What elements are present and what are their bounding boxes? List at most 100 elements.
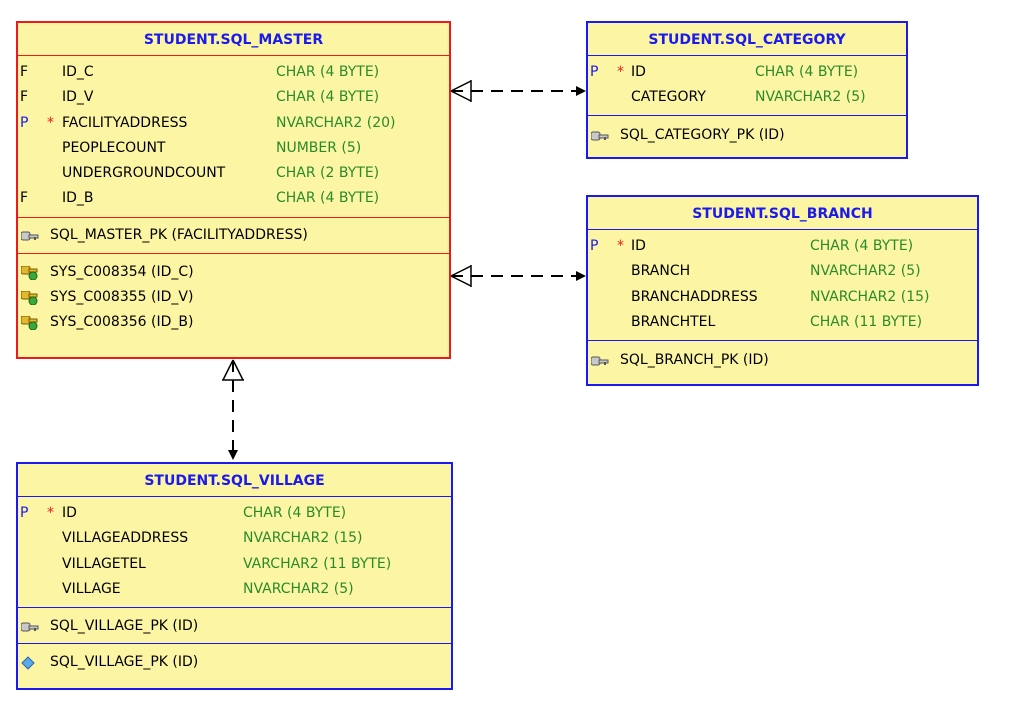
column-name: ID_B <box>62 190 94 207</box>
column-name: ID_C <box>62 64 94 80</box>
primary-key-row[interactable]: SQL_CATEGORY_PK (ID) <box>588 123 906 148</box>
entity-sql-branch[interactable]: STUDENT.SQL_BRANCH P * ID CHAR (4 BYTE) … <box>586 195 979 386</box>
column-row[interactable]: PEOPLECOUNT NUMBER (5) <box>18 136 449 161</box>
columns-section: P * ID CHAR (4 BYTE) BRANCH NVARCHAR2 (5… <box>588 230 977 341</box>
column-row[interactable]: P * FACILITYADDRESS NVARCHAR2 (20) <box>18 111 449 136</box>
column-row[interactable]: BRANCH NVARCHAR2 (5) <box>588 259 977 284</box>
column-row[interactable]: F ID_C CHAR (4 BYTE) <box>18 60 449 85</box>
column-row[interactable]: P * ID CHAR (4 BYTE) <box>18 501 451 526</box>
column-type: NVARCHAR2 (5) <box>755 89 866 106</box>
column-type: CHAR (4 BYTE) <box>276 89 380 106</box>
primary-key-section: SQL_MASTER_PK (FACILITYADDRESS) <box>18 218 449 254</box>
key-flag: F <box>20 64 29 80</box>
column-type: NVARCHAR2 (15) <box>243 530 363 547</box>
relationship-master-branch[interactable] <box>450 265 586 287</box>
constraint-name: SQL_MASTER_PK (FACILITYADDRESS) <box>50 227 308 243</box>
column-row[interactable]: P * ID CHAR (4 BYTE) <box>588 234 977 259</box>
foreign-key-row[interactable]: SYS_C008354 (ID_C) <box>18 260 449 285</box>
required-marker: * <box>47 114 54 131</box>
required-marker: * <box>617 238 624 254</box>
primary-key-section: SQL_VILLAGE_PK (ID) <box>18 608 451 644</box>
column-row[interactable]: VILLAGETEL VARCHAR2 (11 BYTE) <box>18 552 451 577</box>
key-flag: F <box>20 190 29 207</box>
index-name: SQL_VILLAGE_PK (ID) <box>50 654 199 670</box>
constraint-name: SYS_C008356 (ID_B) <box>50 314 194 330</box>
column-type: CHAR (4 BYTE) <box>276 64 380 80</box>
required-marker: * <box>47 505 54 521</box>
column-name: BRANCHADDRESS <box>631 288 758 305</box>
key-flag: P <box>20 505 29 521</box>
column-name: VILLAGEADDRESS <box>62 530 189 547</box>
column-name: ID <box>62 505 77 521</box>
column-name: FACILITYADDRESS <box>62 114 188 131</box>
column-name: ID <box>631 64 646 80</box>
required-marker: * <box>617 64 624 80</box>
column-name: BRANCH <box>631 263 691 280</box>
index-row[interactable]: SQL_VILLAGE_PK (ID) <box>18 650 451 675</box>
column-row[interactable]: F ID_V CHAR (4 BYTE) <box>18 85 449 110</box>
column-row[interactable]: CATEGORY NVARCHAR2 (5) <box>588 85 906 110</box>
column-type: NVARCHAR2 (5) <box>810 263 921 280</box>
constraint-name: SQL_CATEGORY_PK (ID) <box>620 127 785 143</box>
foreign-key-row[interactable]: SYS_C008356 (ID_B) <box>18 310 449 335</box>
column-row[interactable]: BRANCHADDRESS NVARCHAR2 (15) <box>588 285 977 310</box>
column-name: PEOPLECOUNT <box>62 139 166 156</box>
relationship-master-category[interactable] <box>450 80 586 102</box>
column-name: VILLAGE <box>62 580 121 597</box>
column-name: CATEGORY <box>631 89 706 106</box>
foreign-key-icon <box>21 291 38 305</box>
primary-key-row[interactable]: SQL_BRANCH_PK (ID) <box>588 348 977 373</box>
constraint-name: SQL_BRANCH_PK (ID) <box>620 352 769 368</box>
columns-section: F ID_C CHAR (4 BYTE) F ID_V CHAR (4 BYTE… <box>18 56 449 218</box>
column-row[interactable]: VILLAGEADDRESS NVARCHAR2 (15) <box>18 526 451 551</box>
constraint-name: SYS_C008354 (ID_C) <box>50 264 194 280</box>
constraint-name: SYS_C008355 (ID_V) <box>50 289 194 305</box>
entity-title: STUDENT.SQL_VILLAGE <box>18 464 451 497</box>
key-flag: P <box>590 64 599 80</box>
column-row[interactable]: BRANCHTEL CHAR (11 BYTE) <box>588 310 977 335</box>
column-row[interactable]: F ID_B CHAR (4 BYTE) <box>18 186 449 211</box>
column-name: VILLAGETEL <box>62 555 146 572</box>
key-icon <box>21 622 39 632</box>
foreign-key-row[interactable]: SYS_C008355 (ID_V) <box>18 285 449 310</box>
column-name: ID <box>631 238 646 254</box>
index-section: SQL_VILLAGE_PK (ID) <box>18 644 451 675</box>
column-type: NVARCHAR2 (5) <box>243 580 354 597</box>
key-flag: F <box>20 89 29 106</box>
column-type: CHAR (4 BYTE) <box>810 238 914 254</box>
index-diamond-icon <box>21 656 35 670</box>
column-type: CHAR (2 BYTE) <box>276 165 380 182</box>
column-row[interactable]: VILLAGE NVARCHAR2 (5) <box>18 577 451 602</box>
key-icon <box>21 231 39 241</box>
primary-key-row[interactable]: SQL_MASTER_PK (FACILITYADDRESS) <box>18 223 449 248</box>
column-type: NVARCHAR2 (20) <box>276 114 396 131</box>
primary-key-section: SQL_CATEGORY_PK (ID) <box>588 116 906 148</box>
primary-key-row[interactable]: SQL_VILLAGE_PK (ID) <box>18 614 451 639</box>
foreign-key-icon <box>21 266 38 280</box>
column-name: BRANCHTEL <box>631 313 716 330</box>
column-name: UNDERGROUNDCOUNT <box>62 165 226 182</box>
columns-section: P * ID CHAR (4 BYTE) CATEGORY NVARCHAR2 … <box>588 56 906 116</box>
column-row[interactable]: UNDERGROUNDCOUNT CHAR (2 BYTE) <box>18 161 449 186</box>
entity-title: STUDENT.SQL_CATEGORY <box>588 23 906 56</box>
column-type: CHAR (4 BYTE) <box>755 64 859 80</box>
column-row[interactable]: P * ID CHAR (4 BYTE) <box>588 60 906 85</box>
entity-sql-master[interactable]: STUDENT.SQL_MASTER F ID_C CHAR (4 BYTE) … <box>16 21 451 359</box>
column-type: NVARCHAR2 (15) <box>810 288 930 305</box>
entity-title: STUDENT.SQL_MASTER <box>18 23 449 56</box>
column-name: ID_V <box>62 89 94 106</box>
foreign-key-icon <box>21 316 38 330</box>
entity-sql-village[interactable]: STUDENT.SQL_VILLAGE P * ID CHAR (4 BYTE)… <box>16 462 453 690</box>
column-type: CHAR (11 BYTE) <box>810 313 923 330</box>
columns-section: P * ID CHAR (4 BYTE) VILLAGEADDRESS NVAR… <box>18 497 451 608</box>
key-flag: P <box>590 238 599 254</box>
constraint-name: SQL_VILLAGE_PK (ID) <box>50 618 199 634</box>
column-type: CHAR (4 BYTE) <box>276 190 380 207</box>
column-type: CHAR (4 BYTE) <box>243 505 347 521</box>
key-icon <box>591 356 609 366</box>
relationship-master-village[interactable] <box>222 359 244 460</box>
primary-key-section: SQL_BRANCH_PK (ID) <box>588 341 977 373</box>
entity-sql-category[interactable]: STUDENT.SQL_CATEGORY P * ID CHAR (4 BYTE… <box>586 21 908 159</box>
key-icon <box>591 131 609 141</box>
